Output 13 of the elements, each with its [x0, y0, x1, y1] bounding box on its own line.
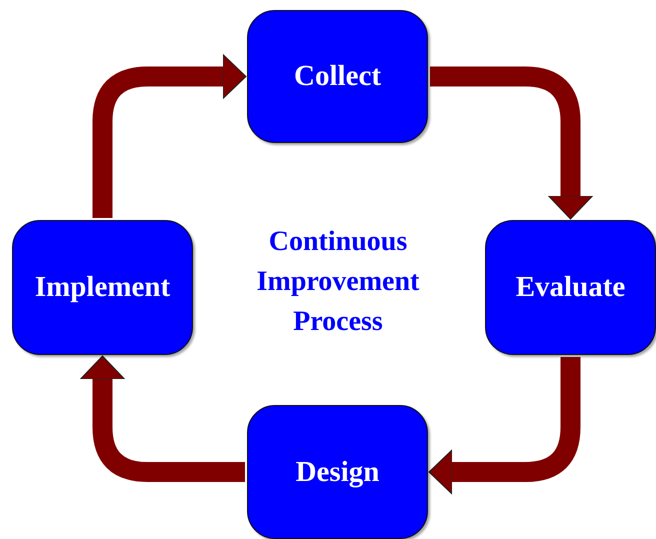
box-label: Implement: [34, 271, 170, 304]
curved-arrow: [92, 54, 246, 218]
diagram-title: Continuous Improvement Process: [256, 225, 420, 339]
process-box: [247, 10, 428, 143]
box-label: Design: [296, 456, 380, 488]
box-label: Collect: [294, 60, 381, 93]
curved-arrow: [80, 356, 245, 482]
box-label: Evaluate: [516, 271, 626, 304]
curved-arrow: [430, 66, 593, 220]
process-box: [12, 220, 193, 355]
curved-arrow: [428, 357, 580, 494]
process-box: [247, 405, 428, 539]
process-box: [485, 220, 656, 355]
